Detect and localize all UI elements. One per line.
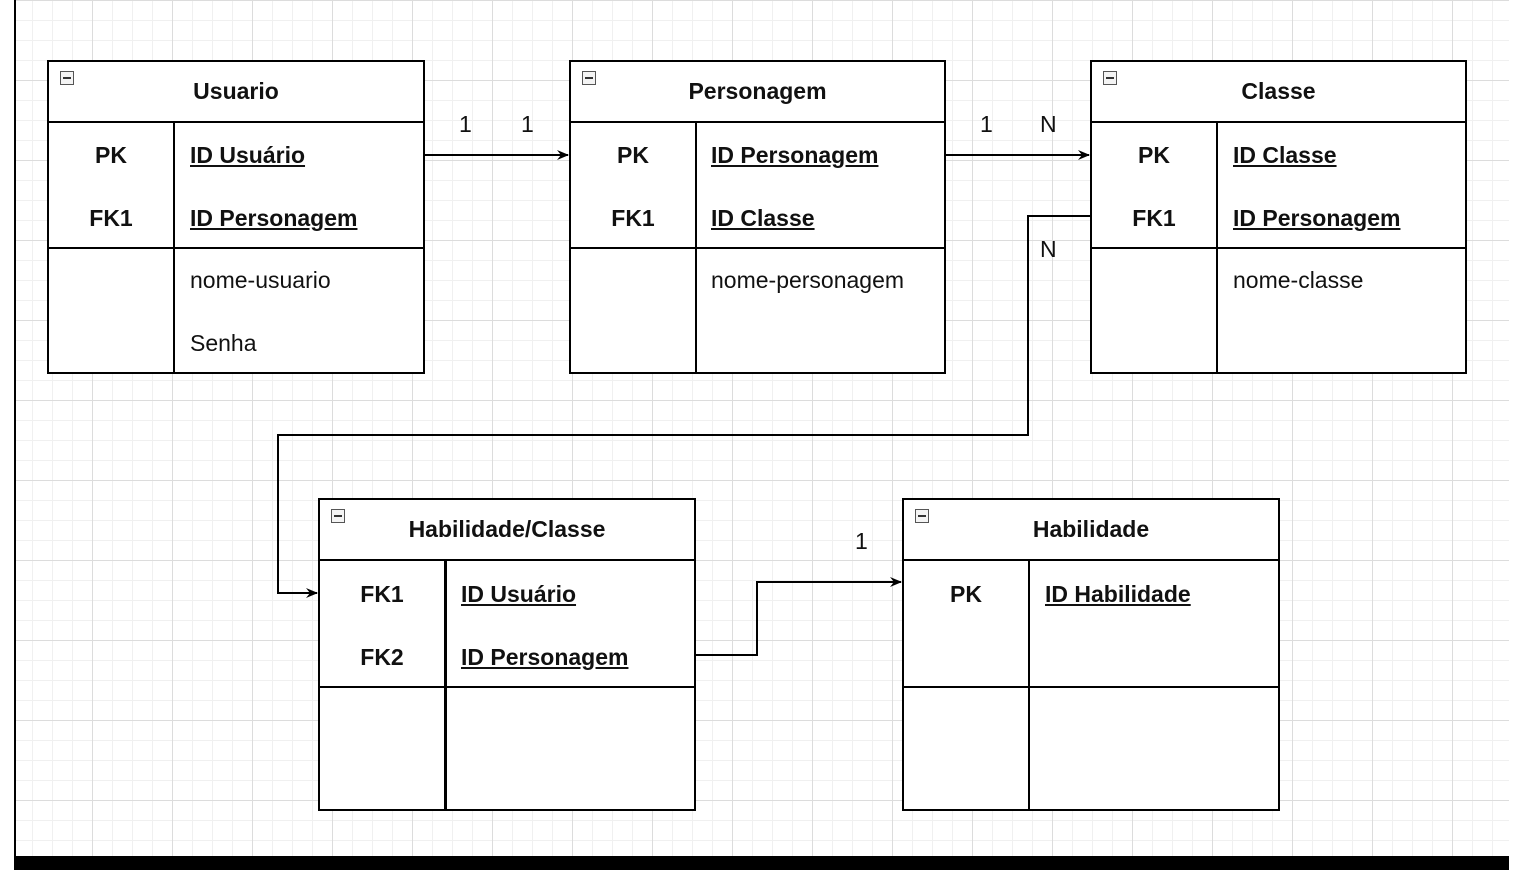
- section-divider: [320, 686, 694, 688]
- collapse-icon[interactable]: [915, 509, 929, 523]
- section-divider: [1092, 247, 1465, 249]
- section-divider: [904, 686, 1278, 688]
- section-divider: [571, 247, 944, 249]
- key-type: FK1: [1132, 205, 1176, 231]
- multiplicity-label: N: [1040, 236, 1057, 262]
- entity-title: Habilidade/Classe: [408, 516, 606, 542]
- entity-header: Habilidade: [904, 500, 1278, 561]
- canvas-bottom-bar: [14, 856, 1509, 870]
- entity-title: Personagem: [688, 78, 827, 104]
- entity-header: Usuario: [49, 62, 423, 123]
- multiplicity-label: 1: [855, 528, 868, 554]
- entity-habilidade-classe[interactable]: Habilidade/Classe FK1 FK2 ID Usuário ID …: [318, 498, 696, 811]
- entity-habilidade[interactable]: Habilidade PK ID Habilidade: [902, 498, 1280, 811]
- column-divider: [444, 561, 447, 809]
- collapse-icon[interactable]: [60, 71, 74, 85]
- section-divider: [49, 247, 423, 249]
- key-field[interactable]: ID Usuário: [461, 581, 577, 607]
- entity-header: Habilidade/Classe: [320, 500, 694, 561]
- key-field[interactable]: ID Usuário: [190, 142, 306, 168]
- entity-title: Classe: [1241, 78, 1316, 104]
- entity-usuario[interactable]: Usuario PK FK1 ID Usuário ID Personagem …: [47, 60, 425, 374]
- key-field[interactable]: ID Personagem: [461, 644, 629, 670]
- collapse-icon[interactable]: [1103, 71, 1117, 85]
- multiplicity-label: 1: [521, 111, 534, 137]
- column-divider: [1028, 561, 1030, 809]
- collapse-icon[interactable]: [582, 71, 596, 85]
- entity-title: Habilidade: [1032, 516, 1150, 542]
- key-type: PK: [95, 142, 127, 168]
- entity-classe[interactable]: Classe PK FK1 ID Classe ID Personagem no…: [1090, 60, 1467, 374]
- key-field[interactable]: ID Classe: [1233, 142, 1337, 168]
- multiplicity-label: 1: [980, 111, 993, 137]
- attribute-field[interactable]: Senha: [190, 330, 257, 356]
- multiplicity-label: N: [1040, 111, 1057, 137]
- multiplicity-label: 1: [459, 111, 472, 137]
- canvas-left-border: [14, 0, 16, 856]
- key-type: FK1: [360, 581, 404, 607]
- entity-personagem[interactable]: Personagem PK FK1 ID Personagem ID Class…: [569, 60, 946, 374]
- key-type: FK2: [360, 644, 404, 670]
- entity-title: Usuario: [193, 78, 279, 104]
- key-field[interactable]: ID Personagem: [1233, 205, 1401, 231]
- key-type: FK1: [89, 205, 133, 231]
- key-type: FK1: [611, 205, 655, 231]
- entity-header: Personagem: [571, 62, 944, 123]
- key-type: PK: [950, 581, 982, 607]
- key-field[interactable]: ID Habilidade: [1045, 581, 1191, 607]
- key-field[interactable]: ID Personagem: [190, 205, 358, 231]
- collapse-icon[interactable]: [331, 509, 345, 523]
- key-field[interactable]: ID Personagem: [711, 142, 879, 168]
- attribute-field[interactable]: nome-classe: [1233, 267, 1364, 293]
- key-type: PK: [617, 142, 649, 168]
- key-type: PK: [1138, 142, 1170, 168]
- attribute-field[interactable]: nome-usuario: [190, 267, 331, 293]
- connector-classe-habilidade-classe[interactable]: [277, 215, 1091, 598]
- entity-header: Classe: [1092, 62, 1465, 123]
- connector-habilidade-classe-habilidade[interactable]: [696, 577, 902, 656]
- key-field[interactable]: ID Classe: [711, 205, 815, 231]
- attribute-field[interactable]: nome-personagem: [711, 267, 905, 293]
